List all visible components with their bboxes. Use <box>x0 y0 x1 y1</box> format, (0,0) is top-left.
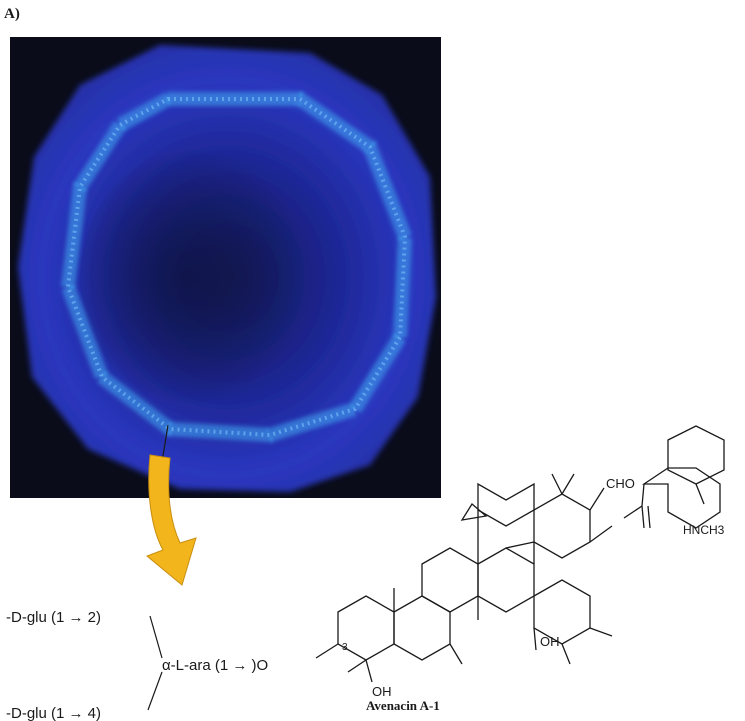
ring-highlight <box>65 97 408 438</box>
ara-label: α-L-ara (1 → )O <box>162 657 268 674</box>
stele-region <box>80 147 320 407</box>
glu-top-label: -D-glu (1 → 2) <box>6 609 101 626</box>
curved-arrow-icon <box>146 454 197 586</box>
position-3-label: 3 <box>342 642 348 653</box>
root-fluorescence-micrograph <box>10 37 441 498</box>
pointer-line <box>161 424 169 463</box>
sugar-link-top <box>149 615 163 659</box>
ring-system <box>315 425 725 683</box>
cho-label: CHO <box>606 476 635 491</box>
sugar-link-bottom <box>147 671 163 711</box>
oh-upper-label: OH <box>540 634 560 649</box>
oh-lower-label: OH <box>372 684 392 699</box>
nhch3-label: HNCH3 <box>683 523 725 537</box>
glu-bottom-label: -D-glu (1 → 4) <box>6 705 101 721</box>
compound-name: Avenacin A-1 <box>366 698 440 713</box>
panel-label: A) <box>4 6 20 22</box>
